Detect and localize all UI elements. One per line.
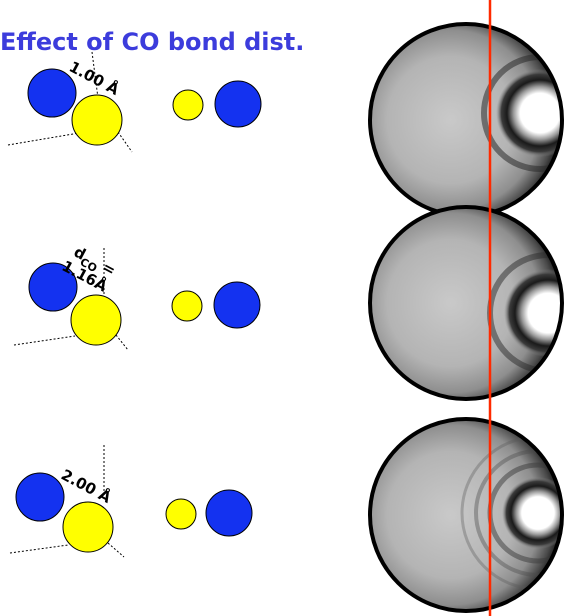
surface-atom-blue [28, 262, 78, 312]
surface-atom-blue [15, 472, 65, 522]
surface-atom-yellow [70, 294, 122, 346]
surface-atom-yellow [71, 94, 123, 146]
c-atom [165, 498, 197, 530]
o-atom [213, 281, 261, 329]
dashed-line [7, 131, 86, 146]
dashed-line [107, 542, 125, 558]
panel-2-molecule: d CO = 1.16Å [13, 243, 261, 351]
dashed-line [9, 544, 69, 554]
c-atom [172, 89, 204, 121]
o-atom [214, 80, 262, 128]
sphere-2 [368, 205, 564, 401]
dashed-line [117, 131, 133, 153]
surface-atom-yellow [62, 501, 114, 553]
c-atom [171, 290, 203, 322]
panel-3-molecule: 2.00 Å [9, 445, 253, 558]
sphere-3 [368, 417, 564, 613]
bond-distance-label: 2.00 Å [58, 465, 115, 507]
dashed-line [13, 335, 76, 346]
surface-atom-blue [27, 68, 77, 118]
page-title: Effect of CO bond dist. [0, 28, 304, 56]
panel-1-molecule: 1.00 Å [7, 51, 262, 153]
dashed-line [115, 334, 129, 351]
o-atom [205, 489, 253, 537]
sphere-1 [368, 22, 564, 218]
